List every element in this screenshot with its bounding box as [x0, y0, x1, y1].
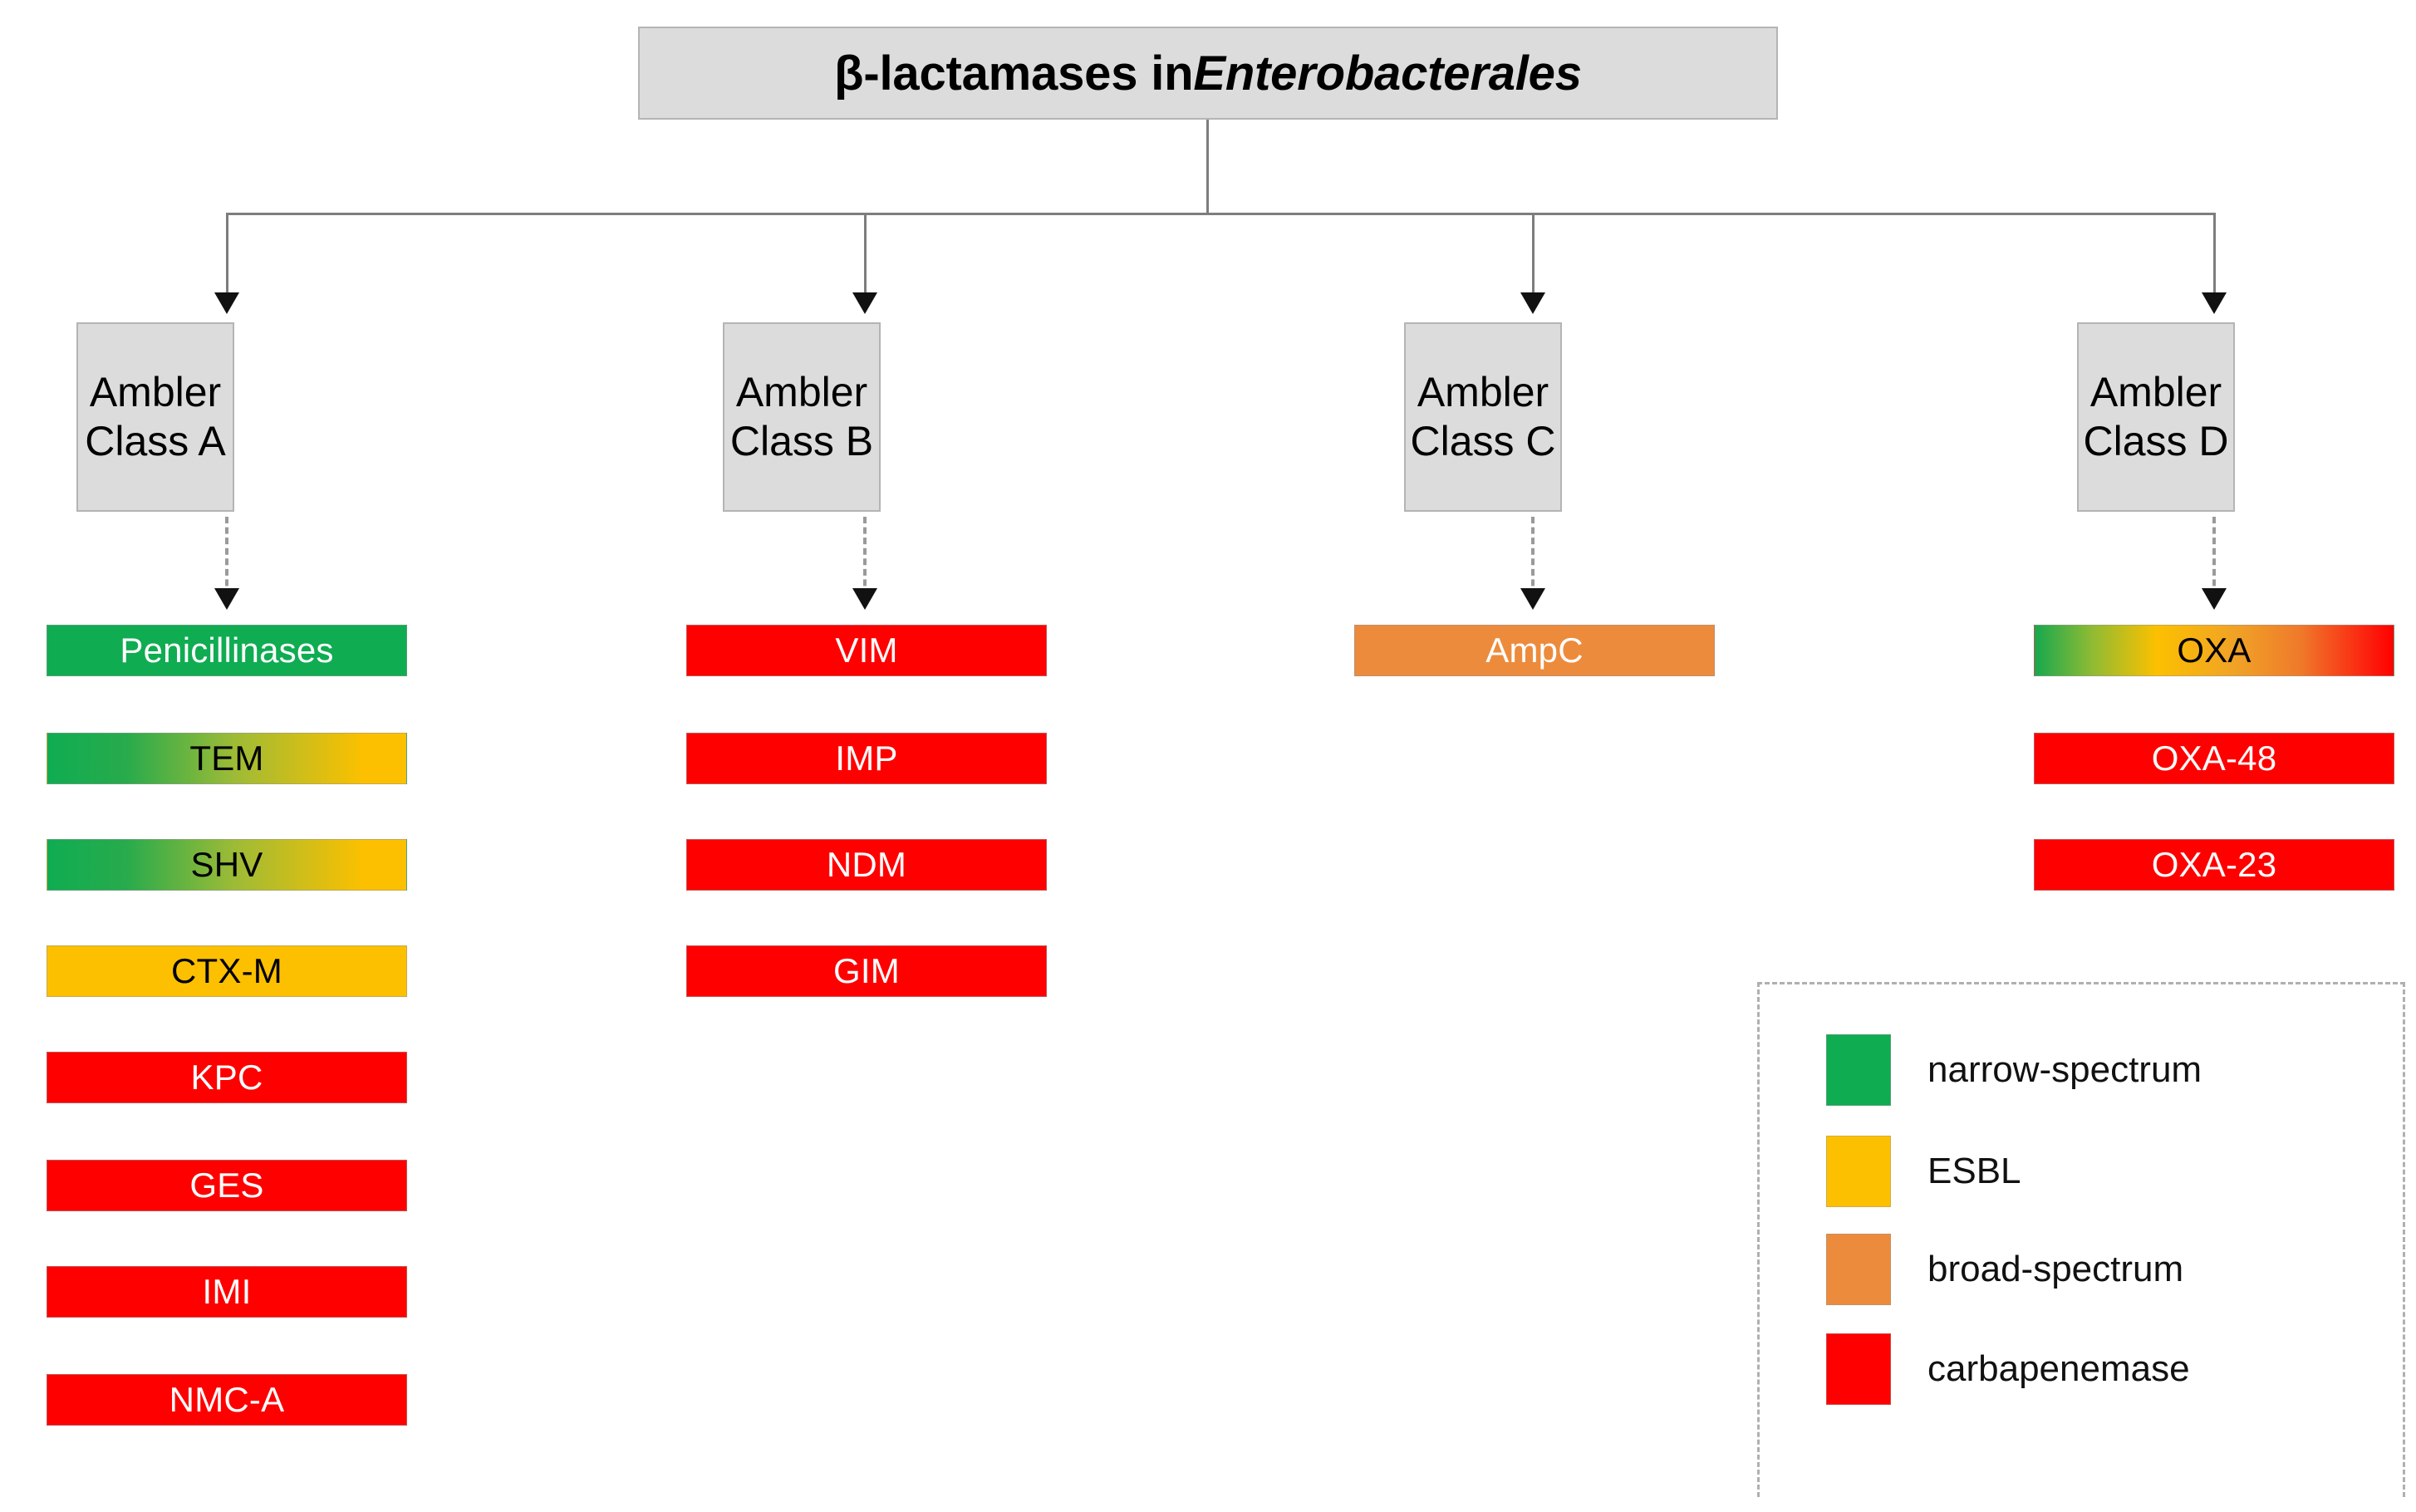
- enzyme-box-imp[interactable]: IMP: [686, 733, 1047, 784]
- class-d-arrow-icon: [2202, 292, 2227, 314]
- class-box-d[interactable]: Ambler Class D: [2077, 322, 2235, 512]
- class-c-arrow-icon: [1520, 292, 1545, 314]
- enzyme-box-ctx-m[interactable]: CTX-M: [47, 945, 407, 997]
- enzyme-box-penicillinases[interactable]: Penicillinases: [47, 625, 407, 676]
- class-a-arrow-icon: [214, 292, 239, 314]
- legend-swatch-broad-spectrum-icon: [1826, 1234, 1891, 1305]
- legend-item-narrow-spectrum: narrow-spectrum: [1826, 1034, 2202, 1106]
- legend-item-carbapenemase: carbapenemase: [1826, 1333, 2190, 1405]
- enzyme-box-gim[interactable]: GIM: [686, 945, 1047, 997]
- enzyme-label: Penicillinases: [120, 631, 334, 670]
- class-bus-line: [226, 213, 2215, 215]
- enzyme-label: AmpC: [1485, 631, 1584, 670]
- class-b-drop-line: [864, 213, 867, 297]
- enzyme-box-ges[interactable]: GES: [47, 1160, 407, 1211]
- enzyme-label: NDM: [826, 845, 907, 884]
- legend: narrow-spectrum ESBL broad-spectrum carb…: [1757, 982, 2405, 1497]
- class-d-drop-line: [2213, 213, 2216, 297]
- class-box-a[interactable]: Ambler Class A: [76, 322, 234, 512]
- enzyme-label: GIM: [833, 951, 900, 990]
- class-c-drop-line: [1532, 213, 1535, 297]
- class-b-line2: Class B: [729, 418, 874, 464]
- class-b-list-arrow-icon: [852, 588, 877, 610]
- class-d-dashed-line: [2212, 517, 2216, 596]
- class-c-dashed-line: [1531, 517, 1535, 596]
- class-a-line2: Class A: [85, 418, 226, 464]
- title-trunk-line: [1206, 120, 1209, 214]
- enzyme-label: OXA-48: [2151, 739, 2277, 778]
- enzyme-label: CTX-M: [171, 951, 282, 990]
- class-c-list-arrow-icon: [1520, 588, 1545, 610]
- enzyme-box-tem[interactable]: TEM: [47, 733, 407, 784]
- class-box-b[interactable]: Ambler Class B: [723, 322, 881, 512]
- enzyme-box-ampc[interactable]: AmpC: [1354, 625, 1715, 676]
- class-a-list-arrow-icon: [214, 588, 239, 610]
- class-a-line1: Ambler: [89, 369, 222, 415]
- page-title-taxon: Enterobacterales: [1193, 46, 1582, 101]
- enzyme-label: KPC: [190, 1058, 263, 1097]
- enzyme-label: OXA: [2177, 631, 2251, 670]
- legend-label-esbl: ESBL: [1927, 1151, 2021, 1191]
- class-b-line1: Ambler: [735, 369, 868, 415]
- class-a-drop-line: [226, 213, 228, 297]
- legend-label-narrow-spectrum: narrow-spectrum: [1927, 1049, 2202, 1090]
- class-d-line2: Class D: [2083, 418, 2229, 464]
- legend-label-carbapenemase: carbapenemase: [1927, 1348, 2190, 1389]
- enzyme-label: IMI: [202, 1272, 252, 1311]
- class-b-arrow-icon: [852, 292, 877, 314]
- class-b-dashed-line: [863, 517, 867, 596]
- enzyme-label: SHV: [190, 845, 263, 884]
- enzyme-box-imi[interactable]: IMI: [47, 1266, 407, 1318]
- enzyme-label: IMP: [835, 739, 898, 778]
- class-box-c[interactable]: Ambler Class C: [1404, 322, 1562, 512]
- legend-swatch-narrow-spectrum-icon: [1826, 1034, 1891, 1106]
- enzyme-box-nmc-a[interactable]: NMC-A: [47, 1374, 407, 1426]
- class-c-line2: Class C: [1410, 418, 1556, 464]
- legend-swatch-carbapenemase-icon: [1826, 1333, 1891, 1405]
- page-title: β-lactamases in Enterobacterales: [638, 27, 1778, 120]
- enzyme-box-kpc[interactable]: KPC: [47, 1052, 407, 1103]
- class-a-dashed-line: [225, 517, 228, 596]
- legend-item-broad-spectrum: broad-spectrum: [1826, 1234, 2183, 1305]
- legend-label-broad-spectrum: broad-spectrum: [1927, 1249, 2184, 1289]
- enzyme-box-ndm[interactable]: NDM: [686, 839, 1047, 891]
- class-d-list-arrow-icon: [2202, 588, 2227, 610]
- enzyme-box-shv[interactable]: SHV: [47, 839, 407, 891]
- enzyme-box-oxa-48[interactable]: OXA-48: [2034, 733, 2394, 784]
- enzyme-label: VIM: [835, 631, 898, 670]
- legend-swatch-esbl-icon: [1826, 1136, 1891, 1207]
- enzyme-label: TEM: [189, 739, 264, 778]
- class-d-line1: Ambler: [2089, 369, 2222, 415]
- page-title-prefix: β-lactamases in: [834, 46, 1194, 101]
- legend-item-esbl: ESBL: [1826, 1136, 2021, 1207]
- enzyme-box-oxa-23[interactable]: OXA-23: [2034, 839, 2394, 891]
- enzyme-box-oxa[interactable]: OXA: [2034, 625, 2394, 676]
- enzyme-label: GES: [189, 1166, 264, 1205]
- enzyme-label: OXA-23: [2151, 845, 2277, 884]
- class-c-line1: Ambler: [1417, 369, 1549, 415]
- enzyme-box-vim[interactable]: VIM: [686, 625, 1047, 676]
- enzyme-label: NMC-A: [169, 1380, 285, 1419]
